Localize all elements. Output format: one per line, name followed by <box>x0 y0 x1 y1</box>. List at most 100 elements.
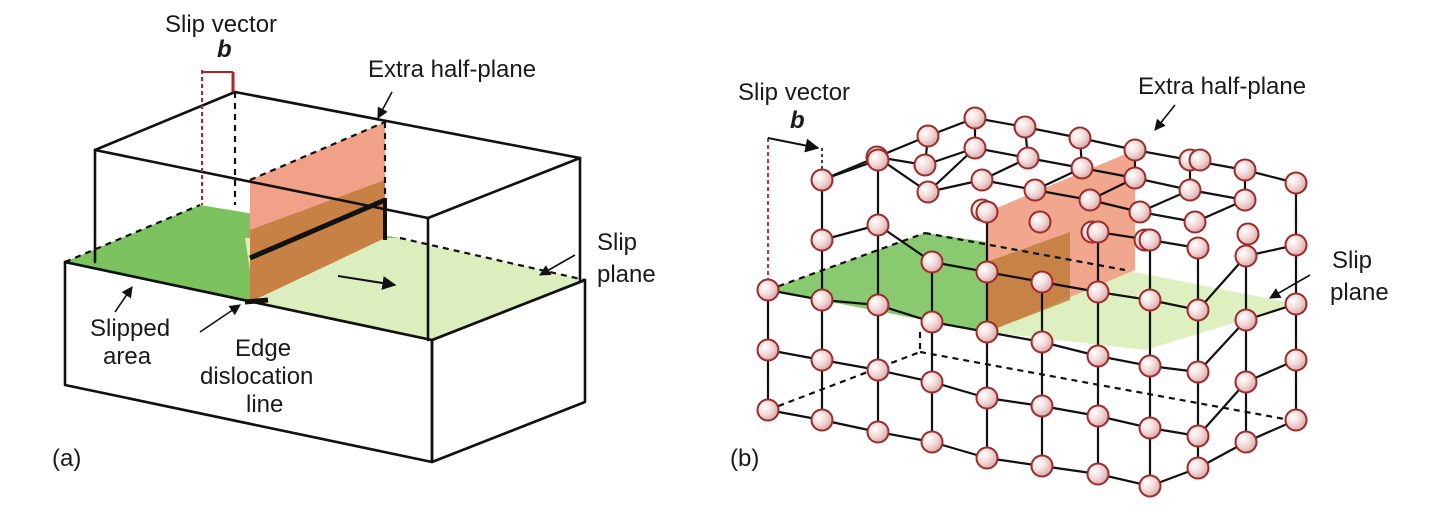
atom <box>810 228 834 252</box>
atom <box>1086 404 1110 428</box>
atom <box>975 320 999 344</box>
atom <box>756 338 780 362</box>
atom <box>1030 270 1054 294</box>
atom <box>1186 424 1210 448</box>
atom <box>810 288 834 312</box>
slipped-area-label-line1: Slipped <box>90 315 170 342</box>
atom <box>1233 158 1257 182</box>
atom <box>1186 456 1210 480</box>
lattice-bond <box>1196 254 1248 312</box>
atom <box>975 200 999 224</box>
dislocation-line-label-line2: dislocation <box>200 363 313 390</box>
atom <box>1188 148 1212 172</box>
atom <box>810 348 834 372</box>
dislocation-line-label-line3: line <box>246 391 283 418</box>
edge-dislocation-line <box>249 197 386 261</box>
atom <box>1284 408 1308 432</box>
slip-plane-label-b-line1: Slip <box>1332 247 1372 274</box>
atom <box>1234 244 1258 268</box>
atom <box>1013 115 1037 139</box>
atom <box>963 106 987 130</box>
panel-b: Slip vector b Extra half-plane Slip plan… <box>730 73 1389 498</box>
extra-half-plane-label-a: Extra half-plane <box>368 56 536 83</box>
slipped-area-label-line2: area <box>103 343 152 370</box>
atom <box>920 370 944 394</box>
atom <box>1234 370 1258 394</box>
slip-vector-b <box>767 137 823 290</box>
atom <box>1284 292 1308 316</box>
slip-plane-label-b-line2: plane <box>1330 279 1389 306</box>
atom <box>963 136 987 160</box>
atom <box>1016 146 1040 170</box>
atom <box>866 293 890 317</box>
atom <box>1030 330 1054 354</box>
extra-half-plane-label-b: Extra half-plane <box>1138 73 1306 100</box>
atom <box>810 168 834 192</box>
atom <box>756 278 780 302</box>
panel-a: Slip vector b Extra half-plane Slip plan… <box>52 11 656 472</box>
slip-vector-label-b: Slip vector <box>738 79 850 106</box>
atom <box>866 213 890 237</box>
atom <box>975 260 999 284</box>
atom <box>1186 298 1210 322</box>
lattice-bond <box>1196 318 1248 374</box>
atom <box>1233 188 1257 212</box>
atom <box>1030 394 1054 418</box>
atom <box>1028 210 1052 234</box>
atom <box>1086 280 1110 304</box>
atom <box>1123 138 1147 162</box>
lattice-atoms <box>756 106 1308 498</box>
atom <box>1178 178 1202 202</box>
slip-vector-a <box>201 70 235 205</box>
atom <box>1138 354 1162 378</box>
atom <box>913 153 937 177</box>
burgers-vector-symbol-b: b <box>790 107 805 134</box>
atom <box>1284 233 1308 257</box>
slip-plane-label-a-line1: Slip <box>597 229 637 256</box>
atom <box>1186 236 1210 260</box>
atom <box>810 408 834 432</box>
slip-vector-label-a: Slip vector <box>165 11 277 38</box>
panel-b-tag: (b) <box>730 445 759 472</box>
atom <box>1234 430 1258 454</box>
atom <box>916 124 940 148</box>
atom <box>1234 308 1258 332</box>
atom <box>1183 210 1207 234</box>
atom <box>866 420 890 444</box>
atom <box>975 386 999 410</box>
atom <box>1138 416 1162 440</box>
atom <box>1284 171 1308 195</box>
atom <box>920 250 944 274</box>
atom <box>866 148 890 172</box>
atom <box>1138 474 1162 498</box>
upper-block <box>93 90 582 342</box>
atom <box>1086 462 1110 486</box>
panel-a-tag: (a) <box>52 445 81 472</box>
atom <box>1236 222 1260 246</box>
atom <box>866 358 890 382</box>
slip-plane-label-a-line2: plane <box>597 261 656 288</box>
lattice-bond <box>1196 380 1248 438</box>
atom <box>1284 348 1308 372</box>
atom <box>1078 188 1102 212</box>
atom <box>920 430 944 454</box>
atom <box>1030 454 1054 478</box>
atom <box>1138 288 1162 312</box>
atom <box>1138 228 1162 252</box>
atom <box>1086 220 1110 244</box>
burgers-vector-symbol-a: b <box>217 36 232 63</box>
atom <box>916 180 940 204</box>
atom <box>970 168 994 192</box>
dislocation-line-label-line1: Edge <box>235 335 291 362</box>
atom <box>1186 360 1210 384</box>
slip-direction-arrow <box>337 275 397 290</box>
atom <box>756 398 780 422</box>
atom <box>1023 178 1047 202</box>
atom <box>975 446 999 470</box>
atom <box>1070 156 1094 180</box>
atom <box>920 310 944 334</box>
extra-half-plane-below-slip <box>250 180 385 302</box>
atom <box>1086 344 1110 368</box>
atom <box>1123 166 1147 190</box>
